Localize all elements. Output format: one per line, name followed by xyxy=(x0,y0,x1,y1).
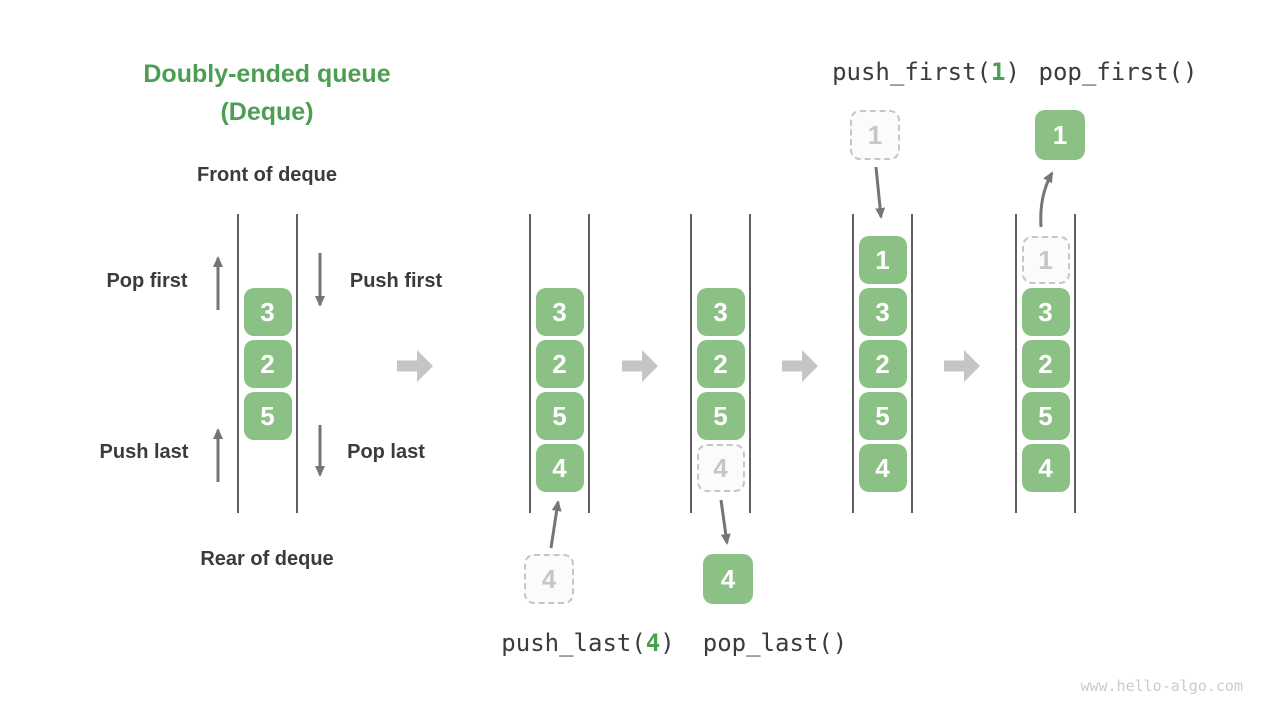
queue-cell: 2 xyxy=(243,340,292,388)
queue-cell: 3 xyxy=(858,288,907,336)
page-title-line1: Doubly-ended queue xyxy=(143,60,391,88)
step-arrow-1 xyxy=(397,350,433,382)
queue-cell: 2 xyxy=(1021,340,1070,388)
queue-cell: 5 xyxy=(243,392,292,440)
queue-cell: 4 xyxy=(1021,444,1070,492)
push-first-incoming-cell: 1 xyxy=(850,110,900,160)
queue-cell: 1 xyxy=(858,236,907,284)
queue-cell: 2 xyxy=(535,340,584,388)
queue-column-after-push-last: 3 2 5 4 xyxy=(529,214,590,513)
watermark: www.hello-algo.com xyxy=(1080,677,1243,695)
queue-cell-ghost: 4 xyxy=(696,444,745,492)
pop-last-outgoing-cell: 4 xyxy=(703,554,753,604)
queue-cell: 5 xyxy=(696,392,745,440)
code-label-push-first: push_first(1) xyxy=(832,58,1020,86)
queue-cell: 4 xyxy=(535,444,584,492)
queue-column-pop-last: 3 2 5 4 xyxy=(690,214,751,513)
push-last-label: Push last xyxy=(99,441,189,463)
queue-cell: 5 xyxy=(858,392,907,440)
code-push-first-arg: 1 xyxy=(991,58,1006,86)
push-first-in-arrow xyxy=(874,166,886,219)
code-push-first-close: ) xyxy=(1005,58,1020,86)
queue-cell: 3 xyxy=(1021,288,1070,336)
queue-column-initial: 3 2 5 xyxy=(237,214,298,513)
queue-cell: 4 xyxy=(858,444,907,492)
step-arrow-2 xyxy=(622,350,658,382)
rear-of-deque-label: Rear of deque xyxy=(200,548,334,570)
queue-cell: 2 xyxy=(696,340,745,388)
queue-cell: 3 xyxy=(243,288,292,336)
queue-cell: 3 xyxy=(535,288,584,336)
page-title: Doubly-ended queue (Deque) xyxy=(143,55,390,131)
pop-first-outgoing-cell: 1 xyxy=(1035,110,1085,160)
code-push-last-name: push_last( xyxy=(501,629,646,657)
page-title-line2: (Deque) xyxy=(220,98,314,126)
front-of-deque-label: Front of deque xyxy=(197,164,337,186)
push-first-label: Push first xyxy=(349,270,443,292)
code-push-first-name: push_first( xyxy=(832,58,992,86)
queue-cell: 5 xyxy=(1021,392,1070,440)
code-label-push-last: push_last(4) xyxy=(501,629,674,657)
queue-cell: 3 xyxy=(696,288,745,336)
queue-cell: 5 xyxy=(535,392,584,440)
code-label-pop-first: pop_first() xyxy=(1038,58,1198,86)
code-push-last-close: ) xyxy=(660,629,675,657)
step-arrow-3 xyxy=(782,350,818,382)
step-arrow-4 xyxy=(944,350,980,382)
code-push-last-arg: 4 xyxy=(645,629,661,657)
queue-column-pop-first: 1 3 2 5 4 xyxy=(1015,214,1076,513)
pop-first-label: Pop first xyxy=(106,270,188,292)
pop-last-label: Pop last xyxy=(347,441,425,463)
push-last-incoming-cell: 4 xyxy=(524,554,574,604)
queue-cell-ghost: 1 xyxy=(1021,236,1070,284)
queue-cell: 2 xyxy=(858,340,907,388)
queue-column-after-push-first: 1 3 2 5 4 xyxy=(852,214,913,513)
code-label-pop-last: pop_last() xyxy=(702,629,848,657)
